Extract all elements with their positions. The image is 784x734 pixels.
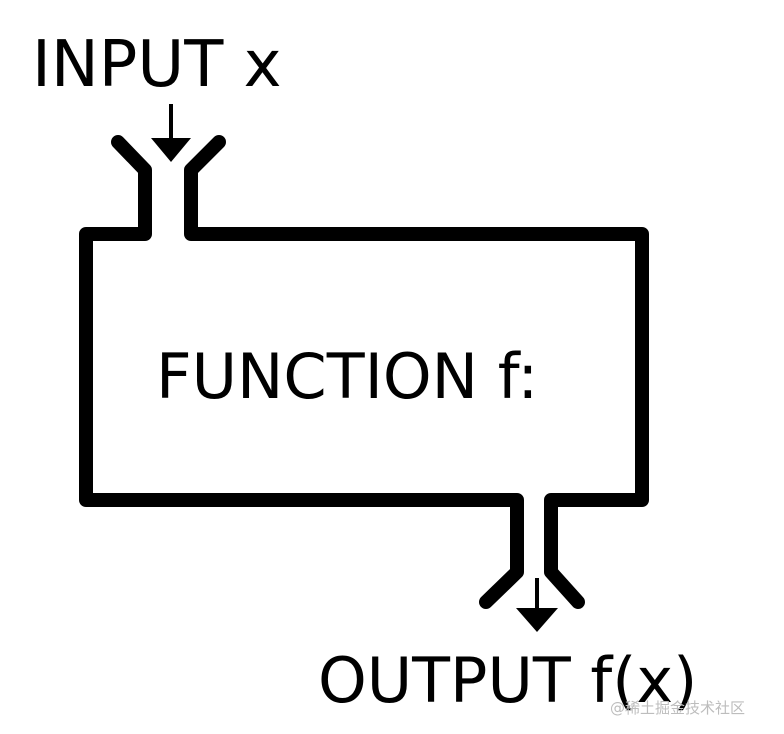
output-arrow xyxy=(516,578,558,632)
output-label: OUTPUT f(x) xyxy=(318,644,697,717)
input-arrow xyxy=(151,104,191,162)
input-label: INPUT x xyxy=(32,28,282,102)
function-box xyxy=(79,135,649,609)
function-label: FUNCTION f: xyxy=(156,340,538,413)
watermark-text: @稀土掘金技术社区 xyxy=(610,699,745,717)
